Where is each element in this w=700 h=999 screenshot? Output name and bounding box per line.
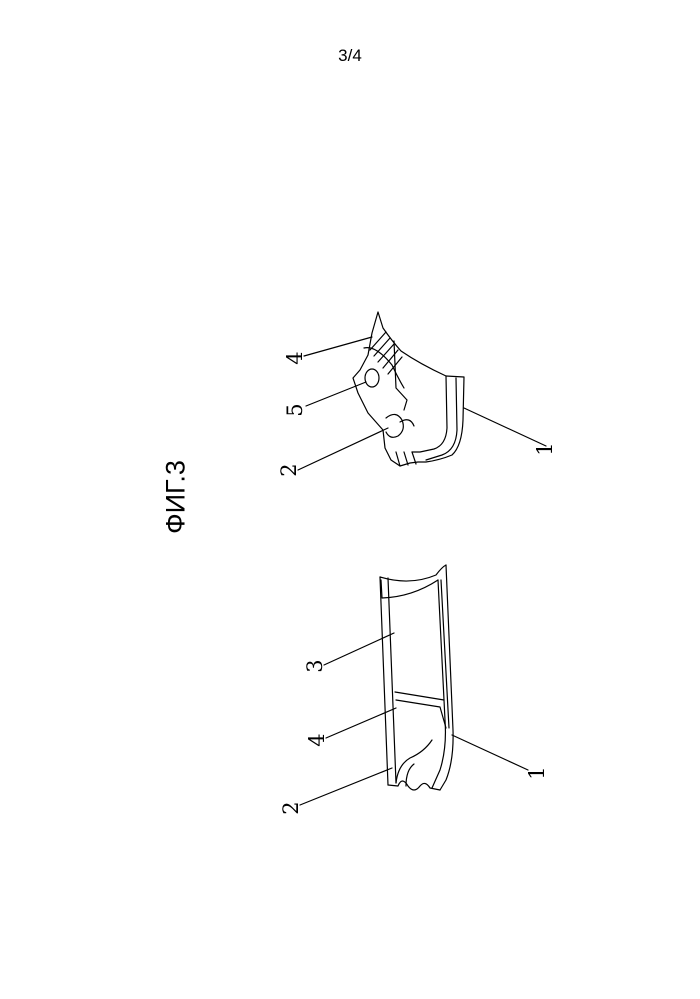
ref-label-2-top: 2	[277, 463, 301, 476]
mounting-hole-5	[365, 369, 379, 387]
ref-label-5-top: 5	[283, 403, 307, 416]
strip-top-end	[380, 565, 446, 581]
leader-line-4-top	[304, 337, 372, 356]
leader-line-2-bottom	[300, 768, 392, 805]
leader-line-2-top	[298, 428, 388, 470]
ref-label-3-bottom: 3	[303, 659, 327, 672]
strip-division-line	[395, 692, 444, 700]
ref-label-4-top: 4	[283, 351, 307, 364]
top-fragment-outline	[353, 312, 464, 466]
leader-line-1-bottom	[452, 735, 528, 770]
ref-label-2-bottom: 2	[279, 801, 303, 814]
profile-fragment-top	[353, 312, 464, 466]
ref-label-1-bottom: 1	[525, 766, 549, 779]
leader-line-1-top	[464, 408, 546, 446]
top-fragment-channel	[412, 376, 447, 452]
ref-label-4-bottom: 4	[305, 733, 329, 746]
strip-left-edge	[380, 577, 388, 785]
profile-strip-bottom	[380, 565, 453, 790]
ref-label-1-top: 1	[533, 442, 557, 455]
leader-line-5-top	[306, 382, 366, 406]
